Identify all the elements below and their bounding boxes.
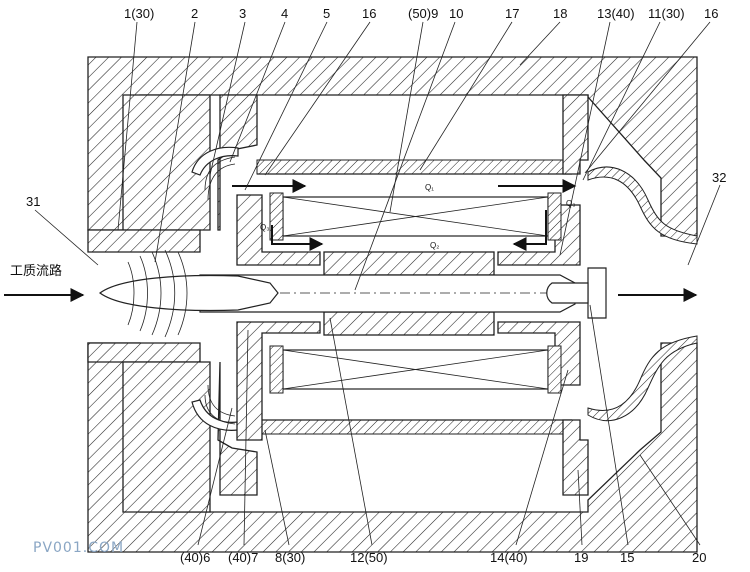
callout-2: 2 [191, 6, 198, 21]
callout-7: (40)7 [228, 550, 258, 565]
q3-label-front: Q₃ [260, 223, 269, 232]
callout-31: 31 [26, 194, 40, 209]
callout-32: 32 [712, 170, 726, 185]
callout-17: 17 [505, 6, 519, 21]
callout-1: 1(30) [124, 6, 154, 21]
front-bearing-housing [236, 194, 321, 441]
rear-nut [546, 267, 607, 319]
callout-labels: 1(30) 2 3 4 5 16 (50)9 10 17 18 13(40) 1… [26, 6, 726, 565]
stator-housing [256, 159, 573, 435]
callout-8: 8(30) [275, 550, 305, 565]
impeller-shroud [191, 94, 258, 496]
rotor-magnets [323, 251, 495, 336]
front-end-block [87, 94, 211, 513]
callout-3: 3 [239, 6, 246, 21]
callout-11: 11(30) [648, 6, 685, 21]
heat-labels: Q₁ Q₂ Q₃ Q₃ [260, 183, 575, 250]
stator-winding-top [269, 192, 562, 241]
q3-label-rear: Q₃ [566, 199, 575, 208]
callout-13: 13(40) [597, 6, 635, 21]
callout-16-front: 16 [362, 6, 376, 21]
callout-4: 4 [281, 6, 288, 21]
callout-16-rear: 16 [704, 6, 718, 21]
callout-5: 5 [323, 6, 330, 21]
callout-10: 10 [449, 6, 463, 21]
callout-15: 15 [620, 550, 634, 565]
callout-12: 12(50) [350, 550, 388, 565]
callout-6: (40)6 [180, 550, 210, 565]
stator-winding-bottom [269, 345, 562, 394]
callout-19: 19 [574, 550, 588, 565]
callout-9: (50)9 [408, 6, 438, 21]
q2-label: Q₂ [430, 241, 439, 250]
outlet-diffuser [587, 166, 698, 422]
callout-14: 14(40) [490, 550, 528, 565]
flow-arrows [4, 179, 698, 302]
flow-path-label: 工质流路 [10, 263, 62, 279]
watermark: PV001.COM [33, 540, 124, 556]
q1-label: Q₁ [425, 183, 434, 192]
callout-18: 18 [553, 6, 567, 21]
callout-20: 20 [692, 550, 706, 565]
leader-lines [34, 21, 721, 546]
